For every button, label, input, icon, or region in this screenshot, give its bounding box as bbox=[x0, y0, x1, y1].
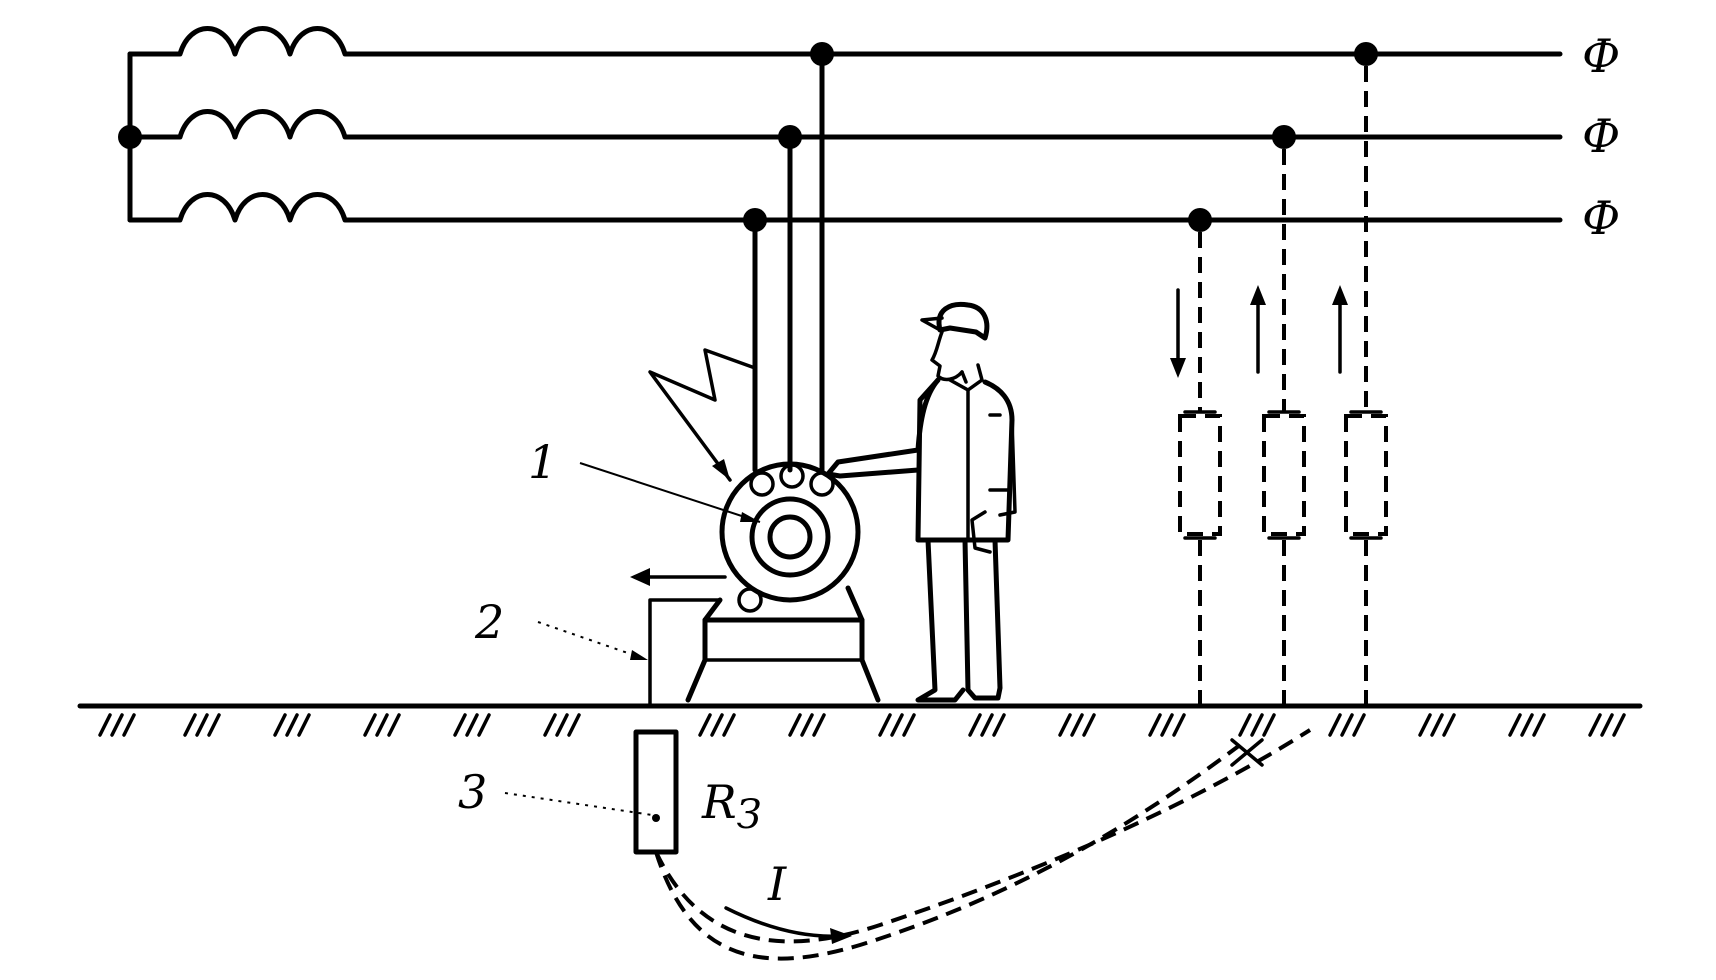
motor bbox=[685, 461, 881, 703]
transformer-windings bbox=[118, 26, 1563, 223]
motor-feed-lines bbox=[743, 42, 834, 473]
ground-surface bbox=[77, 703, 1643, 737]
worker-figure bbox=[825, 301, 1017, 703]
resistance-subscript: З bbox=[737, 792, 762, 838]
neutral-node bbox=[118, 125, 142, 149]
callout-3-ground-electrode: 3 bbox=[458, 765, 487, 819]
phase-label-b: Ф bbox=[1582, 109, 1620, 163]
current-label: I bbox=[767, 857, 787, 911]
callout-leaders bbox=[504, 462, 761, 816]
phase-label-a: Ф bbox=[1582, 29, 1620, 83]
callout-2-ground-conductor: 2 bbox=[474, 595, 504, 649]
earth-current-path bbox=[654, 728, 1312, 961]
frame-current-arrow bbox=[630, 568, 727, 586]
callout-1-motor: 1 bbox=[528, 435, 557, 489]
phase-labels: Ф Ф Ф bbox=[1582, 29, 1620, 245]
phase-label-c: Ф bbox=[1582, 191, 1620, 245]
ground-electrode bbox=[633, 729, 679, 855]
leakage-branches bbox=[1170, 42, 1388, 706]
fault-arrow bbox=[648, 348, 757, 482]
resistance-symbol: R bbox=[701, 775, 737, 829]
resistance-label: RЗ bbox=[701, 775, 762, 838]
grounding-conductor bbox=[648, 598, 722, 708]
